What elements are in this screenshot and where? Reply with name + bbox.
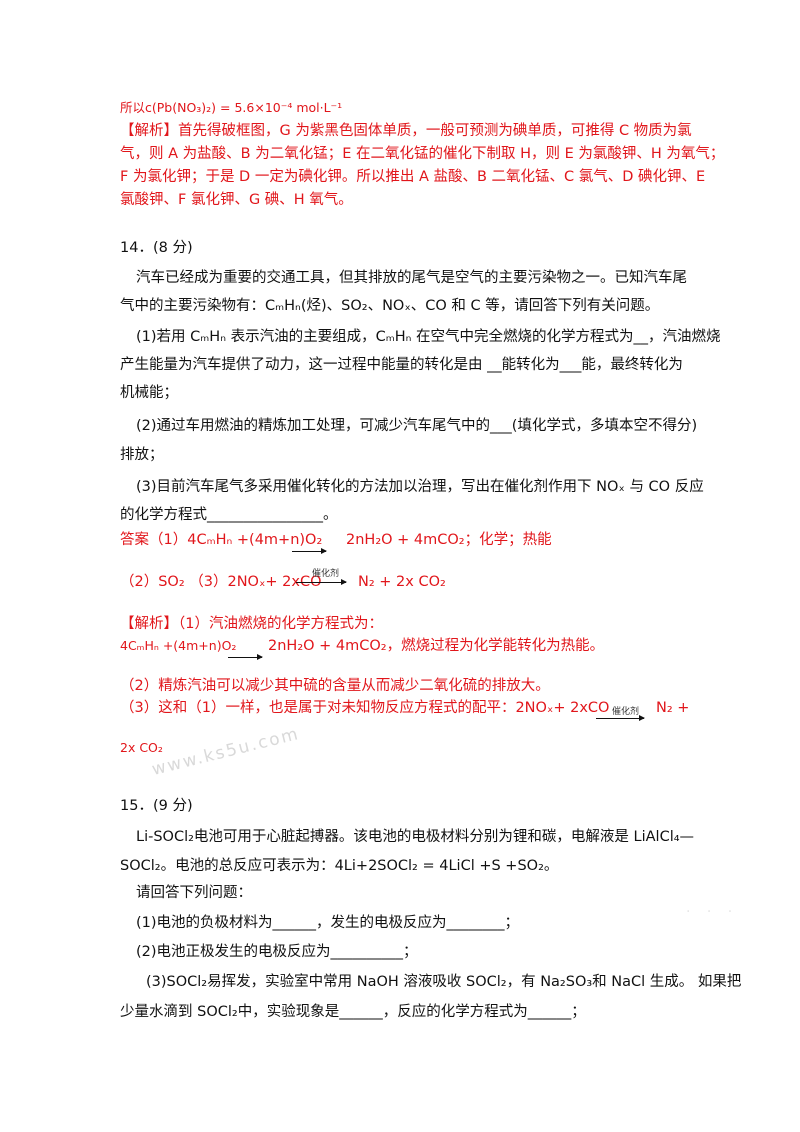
- q15-part-2: (2)电池正极发生的电极反应为__________；: [136, 944, 418, 960]
- q15-paragraph-2: SOCl₂。电池的总反应可表示为：4Li+2SOCl₂ = 4LiCl +S +…: [120, 858, 559, 874]
- solution-header: 【解析】（1）汽油燃烧的化学方程式为：: [120, 616, 383, 632]
- q14-part-2-line-1: (2)通过车用燃油的精炼加工处理，可减少汽车尾气中的___(填化学式，多填本空不…: [136, 418, 698, 434]
- q14-part-2-line-2: 排放；: [120, 447, 164, 463]
- q14-part-3-line-2: 的化学方程式________________。: [120, 507, 338, 523]
- answer-line-2: （2）SO₂ （3）2NOₓ+ 2xCO: [120, 574, 322, 590]
- analysis-line-3: F 为氯化钾；于是 D 一定为碘化钾。所以推出 A 盐酸、B 二氧化锰、C 氯气…: [120, 169, 706, 185]
- q14-part-1-line-3: 机械能；: [120, 385, 178, 401]
- answer-line-2-products: N₂ + 2x CO₂: [358, 574, 446, 590]
- solution-part-3-products: N₂ +: [656, 700, 690, 716]
- q14-part-3-line-1: (3)目前汽车尾气多采用催化转化的方法加以治理，写出在催化剂作用下 NOₓ 与 …: [136, 479, 704, 495]
- q14-paragraph-1: 汽车已经成为重要的交通工具，但其排放的尾气是空气的主要污染物之一。已知汽车尾: [136, 270, 687, 286]
- faint-watermark: · · ·: [686, 904, 739, 920]
- q14-paragraph-2: 气中的主要污染物有：CₘHₙ(烃)、SO₂、NOₓ、CO 和 C 等，请回答下列…: [120, 298, 660, 314]
- question-14-header: 14．(8 分): [120, 240, 193, 256]
- catalyst-arrow-2: [596, 715, 645, 721]
- question-15-header: 15．(9 分): [120, 798, 193, 814]
- solution-part-3: （3）这和（1）一样，也是属于对未知物反应方程式的配平：2NOₓ+ 2xCO: [120, 700, 610, 716]
- solution-equation: 4CₘHₙ +(4m+n)O₂: [120, 638, 237, 653]
- answer-line-1: 答案（1）4CₘHₙ +(4m+n)O₂: [120, 532, 323, 548]
- reaction-arrow: [292, 548, 327, 554]
- analysis-line-1: 【解析】首先得破框图，G 为紫黑色固体单质，一般可预测为碘单质，可推得 C 物质…: [120, 123, 692, 139]
- solution-equation-products: 2nH₂O + 4mCO₂，燃烧过程为化学能转化为热能。: [268, 638, 605, 654]
- q15-paragraph-1: Li-SOCl₂电池可用于心脏起搏器。该电池的电极材料分别为锂和碳，电解液是 L…: [136, 829, 695, 845]
- analysis-line-4: 氯酸钾、F 氯化钾、G 碘、H 氧气。: [120, 192, 353, 208]
- catalyst-label-2: 催化剂: [612, 707, 640, 717]
- q15-part-1: (1)电池的负极材料为______，发生的电极反应为________；: [136, 915, 520, 931]
- analysis-line-2: 气，则 A 为盐酸、B 为二氧化锰；E 在二氧化锰的催化下制取 H，则 E 为氯…: [120, 146, 725, 162]
- solution-arrow: [228, 654, 263, 660]
- q14-part-1-line-2: 产生能量为汽车提供了动力，这一过程中能量的转化是由 __能转化为___能，最终转…: [120, 357, 683, 373]
- solution-part-2: （2）精炼汽油可以减少其中硫的含量从而减少二氧化硫的排放大。: [120, 678, 550, 694]
- q14-part-1-line-1: (1)若用 CₘHₙ 表示汽油的主要组成，CₘHₙ 在空气中完全燃烧的化学方程式…: [136, 329, 721, 345]
- catalyst-label: 催化剂: [312, 569, 340, 579]
- answer-line-1-products: 2nH₂O + 4mCO₂；化学；热能: [346, 532, 552, 548]
- q15-part-3-line-2: 少量水滴到 SOCl₂中，实验现象是______，反应的化学方程式为______…: [120, 1004, 586, 1020]
- q15-part-3-line-1: (3)SOCl₂易挥发，实验室中常用 NaOH 溶液吸收 SOCl₂，有 Na₂…: [146, 974, 742, 990]
- prev-answer-line: 所以c(Pb(NO₃)₂) = 5.6×10⁻⁴ mol·L⁻¹: [120, 100, 343, 115]
- q15-prompt: 请回答下列问题：: [136, 885, 252, 901]
- solution-part-3-cont: 2x CO₂: [120, 740, 163, 755]
- watermark: www.ks5u.com: [149, 723, 302, 781]
- catalyst-arrow: [296, 579, 347, 585]
